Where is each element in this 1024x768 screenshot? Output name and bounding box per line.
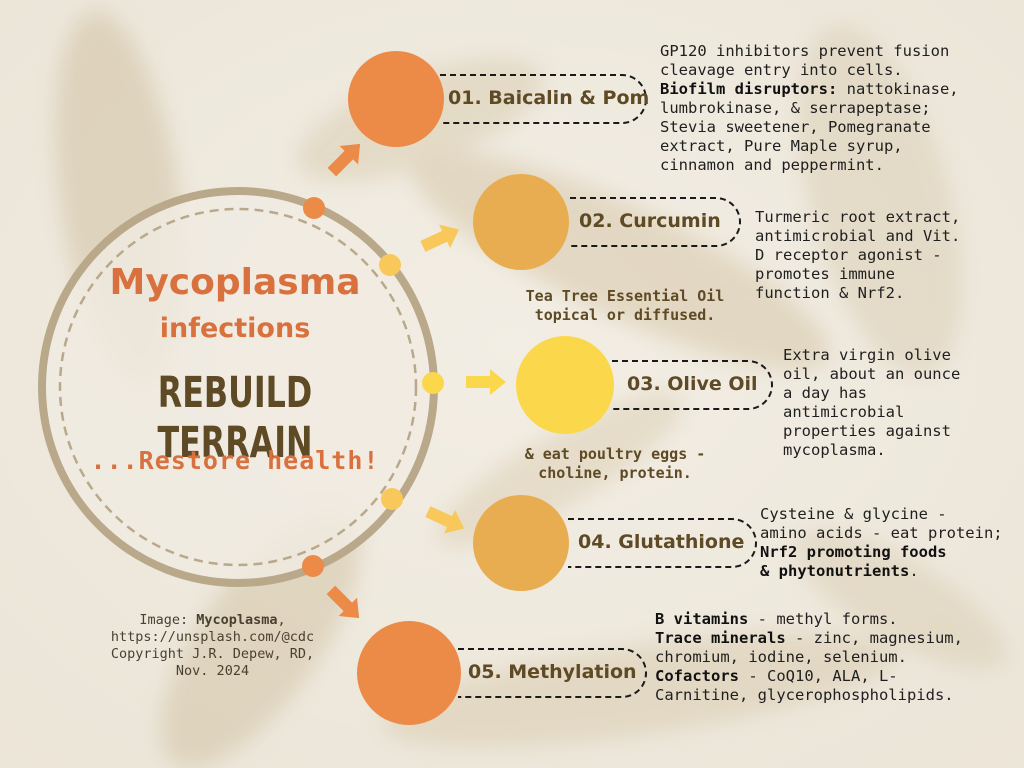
step-4-circle	[473, 495, 569, 591]
step-4-label: 04. Glutathione	[578, 531, 745, 553]
credit-subject: Mycoplasma	[196, 612, 278, 628]
step-1-description: GP120 inhibitors prevent fusion cleavage…	[660, 42, 1020, 175]
step-1-desc-part: GP120 inhibitors prevent fusion cleavage…	[660, 42, 950, 79]
credit-copyright: Copyright J.R. Depew, RD,	[110, 646, 315, 662]
step-2-pill	[570, 197, 741, 247]
step-4-desc-part: Nrf2 promoting foods & phytonutrients	[760, 543, 947, 580]
step-4-desc-part: .	[909, 562, 919, 580]
step-2-circle	[473, 174, 569, 270]
credit-prefix: Image:	[139, 612, 197, 628]
step-5-description: B vitamins - methyl forms. Trace mineral…	[655, 610, 1020, 705]
step-1-label: 01. Baicalin & Pom	[448, 87, 650, 109]
image-credit: Image: Mycoplasma, https://unsplash.com/…	[70, 612, 355, 680]
title-mycoplasma: Mycoplasma	[109, 262, 361, 303]
step-5-circle	[357, 621, 461, 725]
step-2-desc-part: Turmeric root extract, antimicrobial and…	[755, 208, 961, 302]
ring-dot-5	[302, 555, 324, 577]
step-5-desc-part: Trace minerals	[655, 629, 786, 647]
step-3-label: 03. Olive Oil	[627, 373, 758, 395]
credit-line-1: Image: Mycoplasma,	[70, 612, 355, 629]
arrow-1-icon	[327, 143, 361, 177]
title-restore-health: ...Restore health!	[90, 446, 380, 475]
poultry-eggs-note: & eat poultry eggs - choline, protein.	[524, 445, 706, 482]
step-2-description: Turmeric root extract, antimicrobial and…	[755, 208, 1015, 303]
step-5-pill	[458, 648, 647, 698]
step-5-label: 05. Methylation	[468, 661, 637, 683]
step-3-circle	[516, 336, 614, 434]
arrow-3-icon	[466, 369, 506, 395]
tea-tree-note: Tea Tree Essential Oil topical or diffus…	[525, 287, 725, 324]
ring-dot-1	[303, 197, 325, 219]
step-5-desc-part: - CoQ10, ALA, L- Carnitine, glycerophosp…	[655, 667, 954, 704]
step-1-desc-part: Biofilm disruptors:	[660, 80, 838, 98]
step-5-desc-part: Cofactors	[655, 667, 739, 685]
step-3-pill	[612, 360, 773, 410]
step-3-description: Extra virgin olive oil, about an ounce a…	[783, 346, 1018, 460]
step-2-label: 02. Curcumin	[579, 210, 721, 232]
arrow-2-icon	[420, 224, 460, 252]
step-4-desc-part: Cysteine & glycine - amino acids - eat p…	[760, 505, 1003, 542]
main-ring-dashed	[58, 207, 418, 567]
arrow-4-icon	[425, 506, 465, 534]
arrow-5-icon	[326, 585, 360, 619]
ring-dot-4	[381, 488, 403, 510]
step-4-pill	[568, 518, 757, 568]
credit-date: Nov. 2024	[175, 663, 250, 679]
step-3-desc-part: Extra virgin olive oil, about an ounce a…	[783, 346, 961, 459]
title-rebuild-terrain: REBUILD TERRAIN	[157, 368, 313, 468]
step-5-desc-part: B vitamins	[655, 610, 749, 628]
title-infections: infections	[159, 313, 311, 344]
step-5-desc-part: - methyl forms.	[757, 610, 898, 628]
credit-url[interactable]: https://unsplash.com/@cdc	[110, 629, 315, 645]
credit-suffix: ,	[277, 612, 286, 628]
step-1-desc-part: nattokinase, lumbrokinase, & serrapeptas…	[660, 80, 959, 174]
step-1-circle	[348, 51, 444, 147]
step-4-description: Cysteine & glycine - amino acids - eat p…	[760, 505, 1020, 581]
ring-dot-3	[422, 372, 444, 394]
ring-dot-2	[379, 254, 401, 276]
step-5-desc-part: - zinc, magnesium, chromium, iodine, sel…	[655, 629, 963, 666]
